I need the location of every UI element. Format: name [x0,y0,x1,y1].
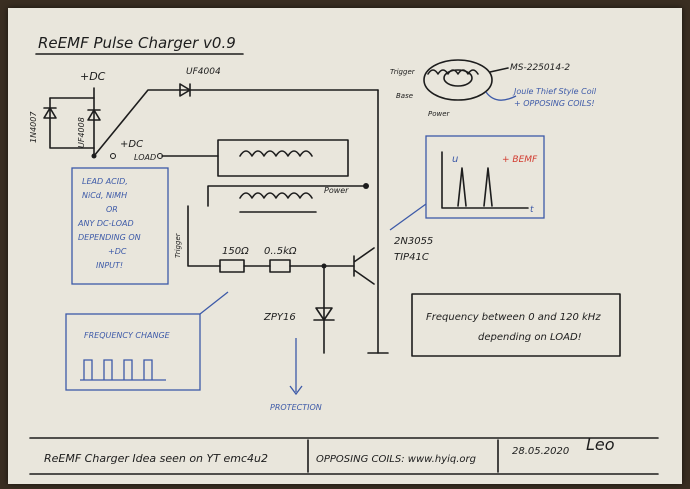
label-core-trigger: Trigger [390,68,416,76]
freq-change-label: FREQUENCY CHANGE [84,331,171,340]
footer-coils: OPPOSING COILS: www.hyiq.org [316,454,476,465]
wire-diode-left [49,97,95,149]
freq-note-2: depending on LOAD! [478,332,582,343]
graph-t: t [530,205,534,215]
label-core-base: Base [396,92,413,100]
freq-note-1: Frequency between 0 and 120 kHz [426,312,601,323]
scope-box [425,135,545,219]
diode-uf4004-icon [179,83,191,97]
label-tip41c: TIP41C [394,252,429,263]
freq-pulses [80,359,166,381]
diode-uf4008-icon [87,109,101,121]
toroid-core-icon [423,59,493,101]
label-uf4004: UF4004 [186,67,221,77]
coil-frame [217,139,349,177]
resistor-pot [269,259,291,273]
resistor-150 [219,259,245,273]
toroid-winding [427,69,479,75]
footer-date: 28.05.2020 [512,446,569,457]
load-terminal [110,153,116,159]
label-2n3055: 2N3055 [394,236,433,247]
label-core: MS-225014-2 [510,63,570,73]
footer-lines [29,437,659,475]
coil-note-2: + OPPOSING COILS! [514,99,595,108]
scope-spikes [457,167,493,207]
footer-signature: Leo [586,435,615,454]
label-1n4007: 1N4007 [29,111,38,143]
load-note-3: ANY DC-LOAD [77,219,134,228]
wire-trigger [187,205,221,267]
load-note-2: OR [106,205,118,214]
label-plus-dc: +DC [80,70,106,83]
transistor-icon [353,247,375,285]
coil-lower [239,192,313,199]
freq-note-box [411,293,621,357]
label-core-power: Power [428,110,451,118]
protection-arrow [289,338,303,396]
coil-junction [363,183,369,189]
load-note-5: +DC [108,247,127,256]
protection-label: PROTECTION [270,403,322,412]
graph-u: u [452,154,458,165]
coil-upper [239,150,313,157]
coil-wire-mid [207,185,369,207]
label-power: Power [324,186,349,195]
scope-axes [441,151,529,209]
label-load: LOAD [134,153,156,162]
diode-1n4007-icon [43,107,57,119]
load-note-4: DEPENDING ON [78,233,141,242]
zener-icon [315,307,333,321]
load-note-box [71,167,169,285]
label-zener: ZPY16 [263,312,296,323]
footer-dividers [307,439,499,473]
label-uf4008: UF4008 [77,117,86,148]
paper-sheet: ReEMF Pulse Charger v0.9 +DC 1N4007 UF40… [8,8,682,484]
toroid-hole [443,69,473,87]
load-note-0: LEAD ACID, [82,177,128,186]
coil-note-arrow [485,91,517,101]
schematic-drawing: ReEMF Pulse Charger v0.9 +DC 1N4007 UF40… [29,34,659,475]
label-trigger: Trigger [174,232,182,258]
load-note-1: NiCd, NiMH [82,191,127,200]
footer-idea: ReEMF Charger Idea seen on YT emc4u2 [44,452,268,465]
label-plus-dc-load: +DC [120,139,143,150]
label-r2: 0..5kΩ [264,246,297,257]
load-note-6: INPUT! [96,261,123,270]
graph-bemf: + BEMF [502,155,538,165]
freq-change-box [65,313,201,391]
core-pointer [489,67,509,73]
label-r1: 150Ω [222,246,249,257]
wire-top-rail [93,89,379,157]
title: ReEMF Pulse Charger v0.9 [38,34,236,52]
coil-note-1: Joule Thief Style Coil [512,87,597,96]
scope-pointer [389,203,427,231]
freq-pointer [199,291,229,315]
